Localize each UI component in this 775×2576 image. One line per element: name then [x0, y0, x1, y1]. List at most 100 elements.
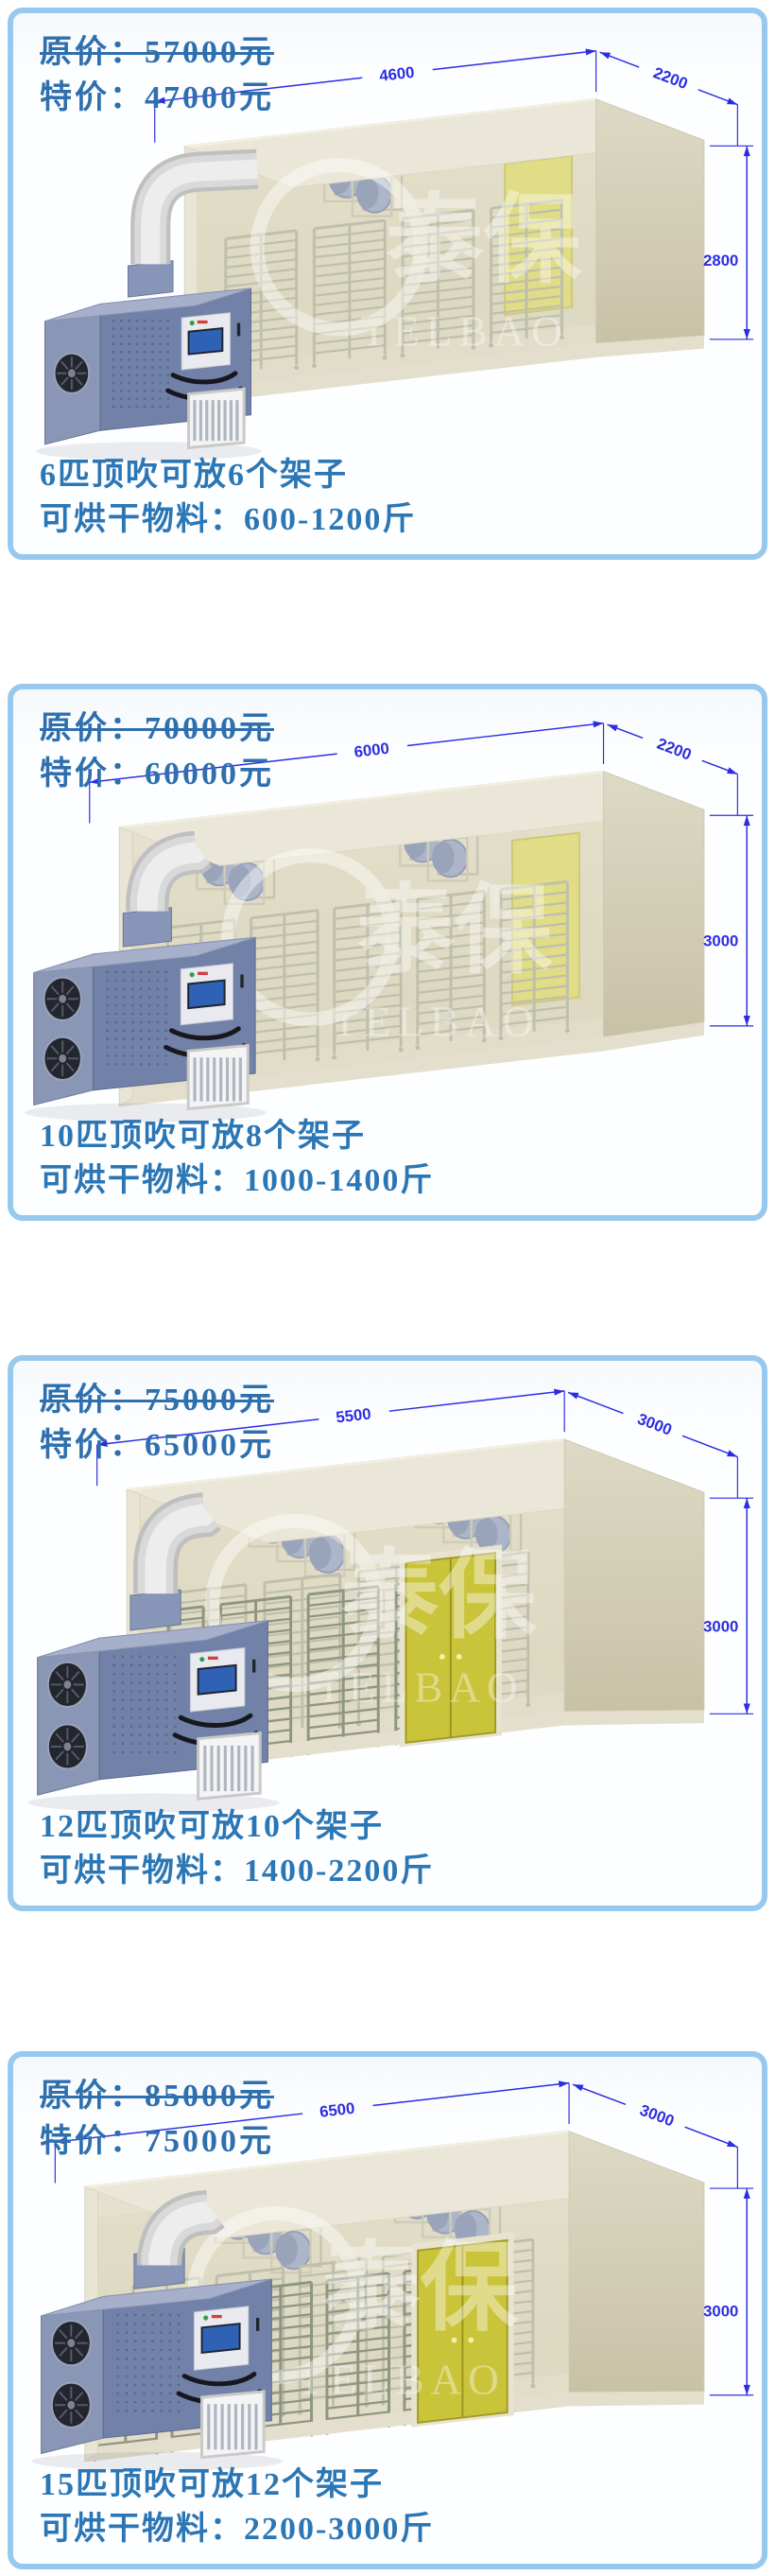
product-card: 原价：75000元 特价：65000元 泰保 TELBAO	[8, 1355, 767, 1911]
svg-text:3000: 3000	[703, 931, 738, 949]
filter-vent	[197, 1731, 262, 1801]
dimension-width: 6500	[54, 2080, 570, 2184]
original-price: 原价：75000元	[40, 1383, 274, 1418]
svg-text:TELBAO: TELBAO	[361, 308, 569, 356]
price-block: 原价：85000元 特价：75000元	[40, 2074, 274, 2166]
drying-rack	[489, 199, 564, 348]
svg-text:2200: 2200	[655, 735, 695, 764]
right-wall	[595, 98, 705, 344]
screen	[187, 326, 224, 356]
special-price: 特价：65000元	[40, 1428, 274, 1464]
drying-room: 泰保 TELBAO 6000 2200 3000	[24, 721, 754, 1123]
handle	[169, 1026, 241, 1041]
drying-rack	[498, 879, 570, 1041]
price-block: 原价：75000元 特价：65000元	[40, 1378, 274, 1470]
machine-fan-icon	[43, 1036, 82, 1081]
brand-logo-dot	[199, 1657, 205, 1662]
telbao-watermark: 泰保 TELBAO	[205, 1513, 538, 1711]
screen	[200, 2323, 241, 2355]
floor-lip	[127, 1710, 704, 1776]
special-price: 特价：75000元	[40, 2124, 274, 2160]
capacity-line: 12匹顶吹可放10个架子	[40, 1809, 384, 1845]
original-price: 原价：57000元	[40, 35, 274, 70]
machine-fan-icon	[46, 1723, 88, 1770]
brand-logo-dot	[203, 2315, 209, 2321]
product-card: 原价：85000元 特价：75000元 泰保 TELBAO	[8, 2051, 767, 2569]
interior-floor	[184, 324, 596, 392]
drying-room: 泰保 TELBAO 5500 3000 3000	[27, 1388, 754, 1813]
telbao-watermark: 泰保 TELBAO	[221, 848, 554, 1046]
dimension-width: 6000	[89, 721, 605, 824]
drying-rack	[400, 208, 476, 358]
machine-fan-icon	[50, 2320, 92, 2367]
filter-vent	[200, 2390, 266, 2460]
right-wall	[563, 1438, 705, 1713]
heat-pump-dryer-machine	[24, 936, 267, 1123]
svg-text:3000: 3000	[637, 2101, 677, 2131]
machine-fan-icon	[53, 352, 91, 394]
air-duct	[122, 830, 213, 948]
filter-vent	[186, 1043, 250, 1111]
brand-logo-dot	[189, 972, 195, 978]
svg-text:泰保: 泰保	[341, 1543, 538, 1651]
description-block: 12匹顶吹可放10个架子 可烘干物料：1400-2200斤	[40, 1805, 434, 1894]
yellow-double-door	[411, 2232, 514, 2428]
handle	[170, 371, 238, 385]
svg-text:4600: 4600	[378, 63, 415, 85]
dimension-width: 5500	[96, 1388, 565, 1487]
dimension-height: 3000	[703, 2187, 754, 2396]
svg-text:5500: 5500	[335, 1404, 371, 1426]
page: { "watermark": {"cn": "泰保", "en": "TELBA…	[0, 8, 775, 2569]
screen	[197, 1663, 237, 1696]
special-price: 特价：47000元	[40, 80, 274, 116]
original-price: 原价：70000元	[40, 711, 274, 746]
capacity-line: 6匹顶吹可放6个架子	[40, 458, 348, 494]
price-block: 原价：70000元 特价：60000元	[40, 706, 274, 798]
handle	[178, 1713, 253, 1728]
material-weight-line: 可烘干物料：1000-1400斤	[40, 1163, 435, 1199]
drying-rack	[311, 218, 388, 369]
heat-pump-dryer-machine	[31, 2278, 284, 2471]
svg-text:3000: 3000	[635, 1410, 675, 1439]
filter-vent	[187, 387, 246, 450]
telbao-watermark: 泰保 TELBAO	[250, 158, 582, 356]
circulation-fan-icon	[303, 1525, 356, 1578]
right-wall	[603, 771, 705, 1038]
svg-text:TELBAO: TELBAO	[298, 2356, 506, 2403]
drying-room: 泰保 TELBAO 6500 3000 3000	[31, 2080, 754, 2471]
dimension-height: 3000	[703, 1497, 754, 1714]
floor-lip	[84, 2391, 704, 2463]
svg-text:3000: 3000	[703, 2303, 738, 2321]
dimension-width: 4600	[154, 48, 597, 143]
machine-fan-icon	[46, 1661, 88, 1708]
svg-text:泰保: 泰保	[386, 187, 582, 295]
svg-text:TELBAO: TELBAO	[316, 1663, 524, 1711]
control-panel	[180, 963, 244, 1026]
description-block: 10匹顶吹可放8个架子 可烘干物料：1000-1400斤	[40, 1115, 434, 1204]
drying-room-illustration: 泰保 TELBAO 6000 2200 3000	[24, 721, 754, 1123]
drying-rack	[324, 2271, 391, 2435]
svg-text:泰保: 泰保	[356, 878, 553, 985]
svg-text:6500: 6500	[319, 2099, 355, 2121]
handle	[181, 2372, 257, 2387]
drying-rack	[332, 899, 404, 1060]
machine-fan-icon	[43, 976, 82, 1021]
air-duct	[127, 148, 259, 298]
material-weight-line: 可烘干物料：600-1200斤	[40, 502, 417, 538]
dimension-height: 3000	[703, 814, 754, 1027]
special-price: 特价：60000元	[40, 757, 274, 792]
control-panel	[189, 1646, 256, 1713]
material-weight-line: 可烘干物料：2200-3000斤	[40, 2512, 435, 2548]
machine-fan-icon	[50, 2381, 92, 2428]
capacity-line: 15匹顶吹可放12个架子	[40, 2467, 384, 2503]
description-block: 6匹顶吹可放6个架子 可烘干物料：600-1200斤	[40, 454, 416, 543]
control-panel	[193, 2306, 260, 2371]
floor-lip	[184, 335, 704, 405]
svg-text:6000: 6000	[353, 740, 390, 761]
telbao-watermark: 泰保 TELBAO	[186, 2205, 519, 2403]
product-card: 原价：70000元 特价：60000元 泰保 TELBAO 6000 2200 30…	[8, 684, 767, 1221]
drying-room-illustration: 泰保 TELBAO 5500 3000 3000	[27, 1388, 754, 1813]
svg-text:2200: 2200	[651, 63, 691, 93]
